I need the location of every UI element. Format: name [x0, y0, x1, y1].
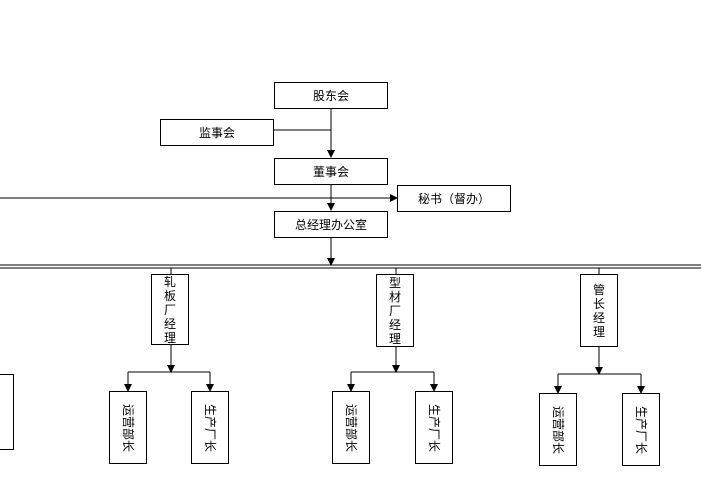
unit-box: 运营部长	[109, 391, 147, 464]
unit-label: 生产厂长	[203, 403, 217, 452]
board-box: 董事会	[274, 158, 388, 185]
unit-label: 运营部长	[344, 403, 358, 452]
division-manager-label: 型材厂经理	[388, 275, 401, 346]
supervisors-box: 监事会	[160, 119, 274, 146]
secretary-label: 秘书（督办）	[417, 191, 490, 206]
unit-label: 生产厂长	[634, 405, 648, 454]
unit-label: 生产厂长	[427, 403, 441, 452]
unit-box: 运营部长	[539, 393, 577, 466]
division-manager-box-1: 轧板厂经理	[151, 274, 189, 345]
division-manager-box-2: 型材厂经理	[376, 274, 414, 347]
supervisors-label: 监事会	[198, 125, 235, 140]
secretary-box: 秘书（督办）	[397, 185, 511, 212]
division-manager-label: 轧板厂经理	[163, 274, 176, 345]
unit-label: 运营部长	[121, 403, 135, 452]
division-manager-box-3: 管长经理	[580, 274, 618, 347]
unit-box: 生产厂长	[622, 393, 660, 466]
unit-box: 运营部长	[332, 391, 370, 464]
unit-label: 运营部长	[551, 405, 565, 454]
division-manager-label: 管长经理	[592, 282, 605, 339]
unit-box: 生产厂长	[191, 391, 229, 464]
shareholders-box: 股东会	[274, 82, 388, 109]
shareholders-label: 股东会	[312, 88, 349, 103]
cropped-unit-box	[0, 374, 14, 450]
gm-office-box: 总经理办公室	[274, 211, 388, 238]
gm-office-label: 总经理办公室	[294, 217, 367, 232]
unit-box: 生产厂长	[415, 391, 453, 464]
board-label: 董事会	[312, 164, 349, 179]
